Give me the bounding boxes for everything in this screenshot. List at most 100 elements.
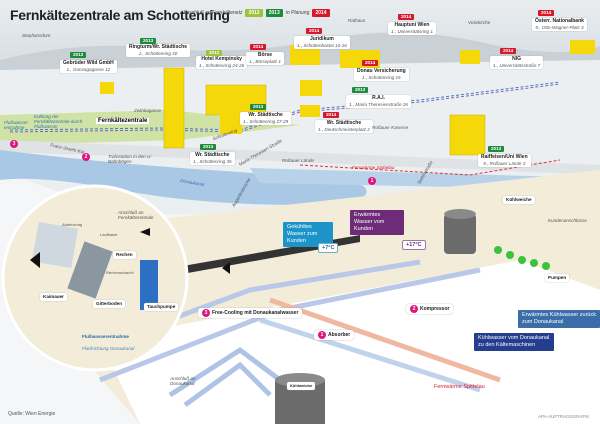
- compressor-label: 2 Kompressor: [406, 304, 454, 314]
- year-badge: 2014: [323, 112, 340, 118]
- page-title: Fernkältezentrale am Schottenring: [10, 7, 230, 23]
- kuehlweiche-top-label: Kühlweiche: [503, 196, 535, 204]
- marker-1: 1: [368, 177, 376, 185]
- plant-pipes-canal: [259, 317, 481, 393]
- district-heat-label: Fernwärme Spittelau: [352, 165, 395, 170]
- building-address: 1., Universitätsstraße 7: [493, 62, 541, 68]
- inset-abdeckung-label: Abdeckung: [62, 222, 83, 227]
- building-address: 1., Schottenring 24-26: [199, 62, 245, 68]
- canal-connection-label: Anschluß an Donaukanal: [170, 376, 196, 386]
- callout-from-canal: Kühlwasser vom Donaukanal zu den Kältema…: [474, 333, 554, 351]
- absorber-label: 1 Absorber: [314, 330, 355, 340]
- pumps-label: Pumpen: [545, 274, 570, 282]
- building-name: Ringturm/Wr. Städtische: [129, 44, 187, 50]
- year-badge: 2013: [200, 144, 217, 150]
- building-label: 2013 R.A.I. 1., Maria Theresienstraße 26: [346, 87, 411, 109]
- building-address: 1., Schottenring 35: [193, 158, 232, 164]
- absorber-text: Absorber: [328, 332, 351, 338]
- inset-rechen: [67, 241, 113, 299]
- plant-pipes-warm: [269, 297, 501, 383]
- inset-rechen-label: Rechen: [113, 251, 136, 259]
- building-ringturm: [163, 67, 185, 149]
- year-badge: 2014: [306, 28, 323, 34]
- building-oenb: [570, 40, 595, 54]
- building-rai: [300, 105, 320, 117]
- building-label: 2014 NIG 1., Universitätsstraße 7: [490, 48, 544, 70]
- landmark-rathaus: Rathaus: [348, 18, 366, 23]
- building-address: 1., Maria Theresienstraße 26: [349, 101, 408, 107]
- rossauer-kaserne-label: Roßauer Kaserne: [372, 125, 409, 130]
- building-donau: [300, 80, 322, 96]
- inset-tauchpumpe-label: Tauchpumpe: [144, 303, 179, 311]
- inset-gitterboden-label: Gitterboden: [93, 300, 126, 308]
- building-address: 1., Gonzagagasse 12: [66, 66, 111, 72]
- building-name: Gebrüder Wild GmbH: [63, 60, 114, 66]
- building-address: 9., Roßauer Lände 3: [483, 160, 526, 166]
- year-badge: 2014: [500, 48, 517, 54]
- callout-return-to-canal: Erwärmtes Kühlwasser zurück zum Donaukan…: [518, 310, 600, 328]
- year-badge: 2013: [488, 146, 505, 152]
- building-address: 1., Schottenring 27-29: [243, 118, 289, 124]
- source-label: Quelle: Wien Energie: [8, 411, 56, 417]
- inset-rechenschacht-label: Rechenschacht: [106, 270, 134, 275]
- marker-1: 1: [318, 331, 326, 339]
- district-heat-plant-label: Fernwärme Spittelau: [434, 384, 485, 390]
- building-name: Juridikum: [309, 36, 334, 42]
- building-name: Donau Versicherung: [357, 68, 406, 74]
- inset-laufkatze-label: Laufkatze: [100, 232, 118, 237]
- building-address: 1., Schottenring 15: [362, 74, 401, 80]
- donaukanal-water: [0, 150, 367, 205]
- callout-warmed-from-customer: Erwärmtes Wasser vom Kunden: [350, 210, 404, 235]
- building-juridikum: [290, 45, 320, 65]
- building-address: 1., Börseplatz 1: [249, 58, 281, 64]
- year-badge: 2014: [250, 44, 267, 50]
- inset-abdeckung: [31, 221, 79, 269]
- marker-3: 3: [202, 309, 210, 317]
- year-badge: 2012: [206, 50, 223, 56]
- legend: Anschluß an Fernkältenetz 2012 2013 in P…: [183, 9, 330, 17]
- landmark-stephansdom: Stephansdom: [22, 33, 51, 38]
- year-badge: 2014: [538, 10, 555, 16]
- building-name: R.A.I.: [372, 95, 385, 101]
- free-cooling-label: 3 Free-Cooling mit Donaukanalwasser: [198, 308, 303, 318]
- credit-label: APA-AUFTRAGSGRAFIK: [538, 414, 590, 419]
- building-name: Wr. Städtische: [248, 112, 283, 118]
- year-badge: 2014: [362, 60, 379, 66]
- building-nig: [460, 50, 480, 64]
- road: [0, 140, 600, 175]
- landmark-votivkirche: Votivkirche: [468, 20, 491, 25]
- inset-tauchpumpe: [140, 260, 158, 310]
- building-raiffeisen: [449, 114, 486, 156]
- year-badge: 2013: [250, 104, 267, 110]
- marker-3: 3: [10, 140, 18, 148]
- building-address: 1., Schottenring 30: [138, 50, 178, 56]
- building-name: Hauptuni Wien: [394, 22, 430, 28]
- temp-cold: +7°C: [318, 243, 339, 253]
- building-wrst-27: [220, 110, 242, 134]
- legend-year-2014: 2014: [312, 9, 330, 17]
- street-rossauer-laende: Roßauer Lände: [282, 158, 314, 163]
- building-name: NIG: [512, 56, 522, 62]
- building-name: Österr. Nationalbank: [535, 18, 584, 24]
- marker-2: 2: [410, 305, 418, 313]
- inset-intake-label: Flußwasserentnahme: [82, 334, 129, 339]
- building-name: Hotel Kempinsky: [201, 56, 242, 62]
- building-name: Raiffeisen/Uni Wien: [481, 154, 528, 160]
- marker-2: 2: [82, 153, 90, 161]
- street-zelinkagasse: Zelinkagasse: [134, 108, 162, 113]
- kuehlweiche-tank-top: [444, 214, 476, 254]
- callout-chilled-to-customer: Gekühltes Wasser zum Kunden: [283, 222, 333, 247]
- building-address: 1., Schottenbastei 10-16: [297, 42, 347, 48]
- legend-year-2013: 2013: [265, 9, 283, 17]
- pumps: [494, 246, 550, 270]
- legend-planned-label: in Planung: [285, 10, 310, 16]
- legend-connected-label: Anschluß an Fernkältenetz: [183, 10, 243, 16]
- building-name: Börse: [257, 52, 273, 58]
